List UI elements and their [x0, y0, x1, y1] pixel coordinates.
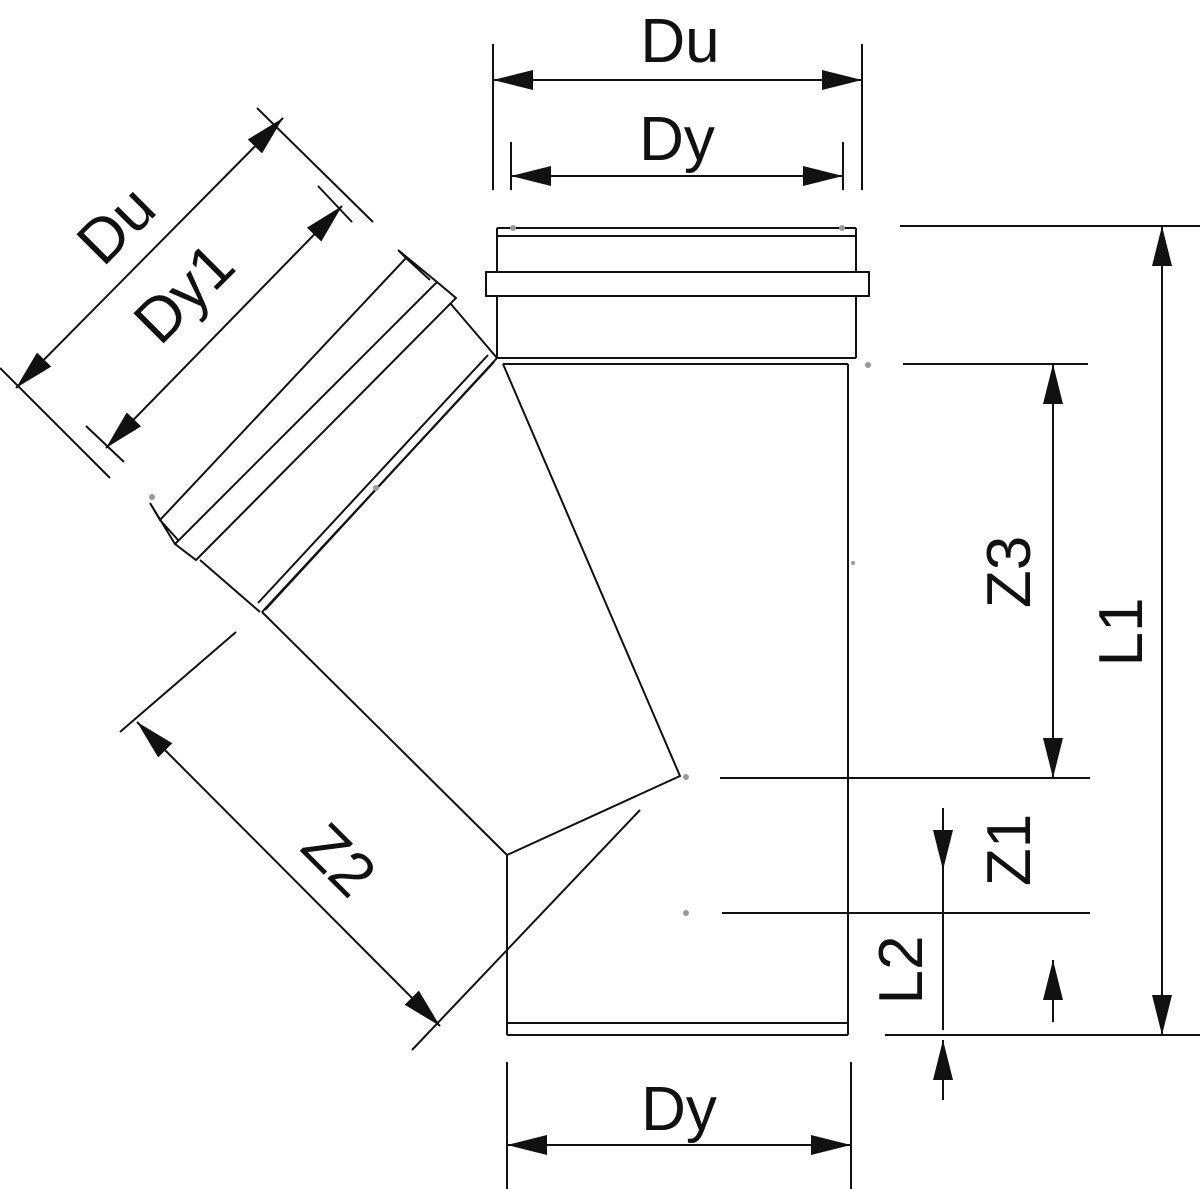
- construction-marks: [149, 225, 871, 916]
- z2-dimension: [136, 721, 441, 1027]
- label-dy-bottom: Dy: [641, 1075, 717, 1144]
- branch-lower-wall: [261, 611, 508, 856]
- du-branch-extension-upper: [256, 107, 374, 223]
- z2-extension-upper: [119, 631, 237, 733]
- main-socket-top: [496, 227, 857, 273]
- main-spigot-end: [507, 1022, 848, 1036]
- branch-pipe: [149, 249, 682, 856]
- z2-extension-lower: [411, 809, 641, 1051]
- label-du-top: Du: [640, 7, 719, 76]
- label-z3: Z3: [975, 536, 1044, 608]
- branch-socket-body: [199, 302, 498, 613]
- main-pipe: [485, 227, 870, 1036]
- label-z2: Z2: [289, 811, 389, 911]
- du-branch-extension-lower: [0, 367, 111, 479]
- main-socket-body: [496, 296, 857, 365]
- branch-socket-ring: [173, 280, 458, 562]
- dimension-lines: [0, 44, 1200, 1189]
- label-l1: L1: [1087, 598, 1156, 667]
- label-dy-top: Dy: [639, 105, 715, 174]
- label-du-branch: Du: [64, 173, 169, 278]
- branch-intersection: [502, 363, 682, 856]
- dimension-labels: Du Dy Du Dy1 Z2 Dy Z3 L1 Z1 L2: [64, 7, 1156, 1144]
- label-z1: Z1: [975, 814, 1044, 886]
- dy1-branch-extension-upper: [317, 185, 353, 223]
- dy1-branch-extension-lower: [85, 425, 125, 463]
- label-l2: L2: [867, 936, 936, 1005]
- main-socket-ring: [485, 271, 870, 297]
- du-branch-dimension: [15, 117, 284, 389]
- dy1-branch-dimension: [105, 205, 343, 449]
